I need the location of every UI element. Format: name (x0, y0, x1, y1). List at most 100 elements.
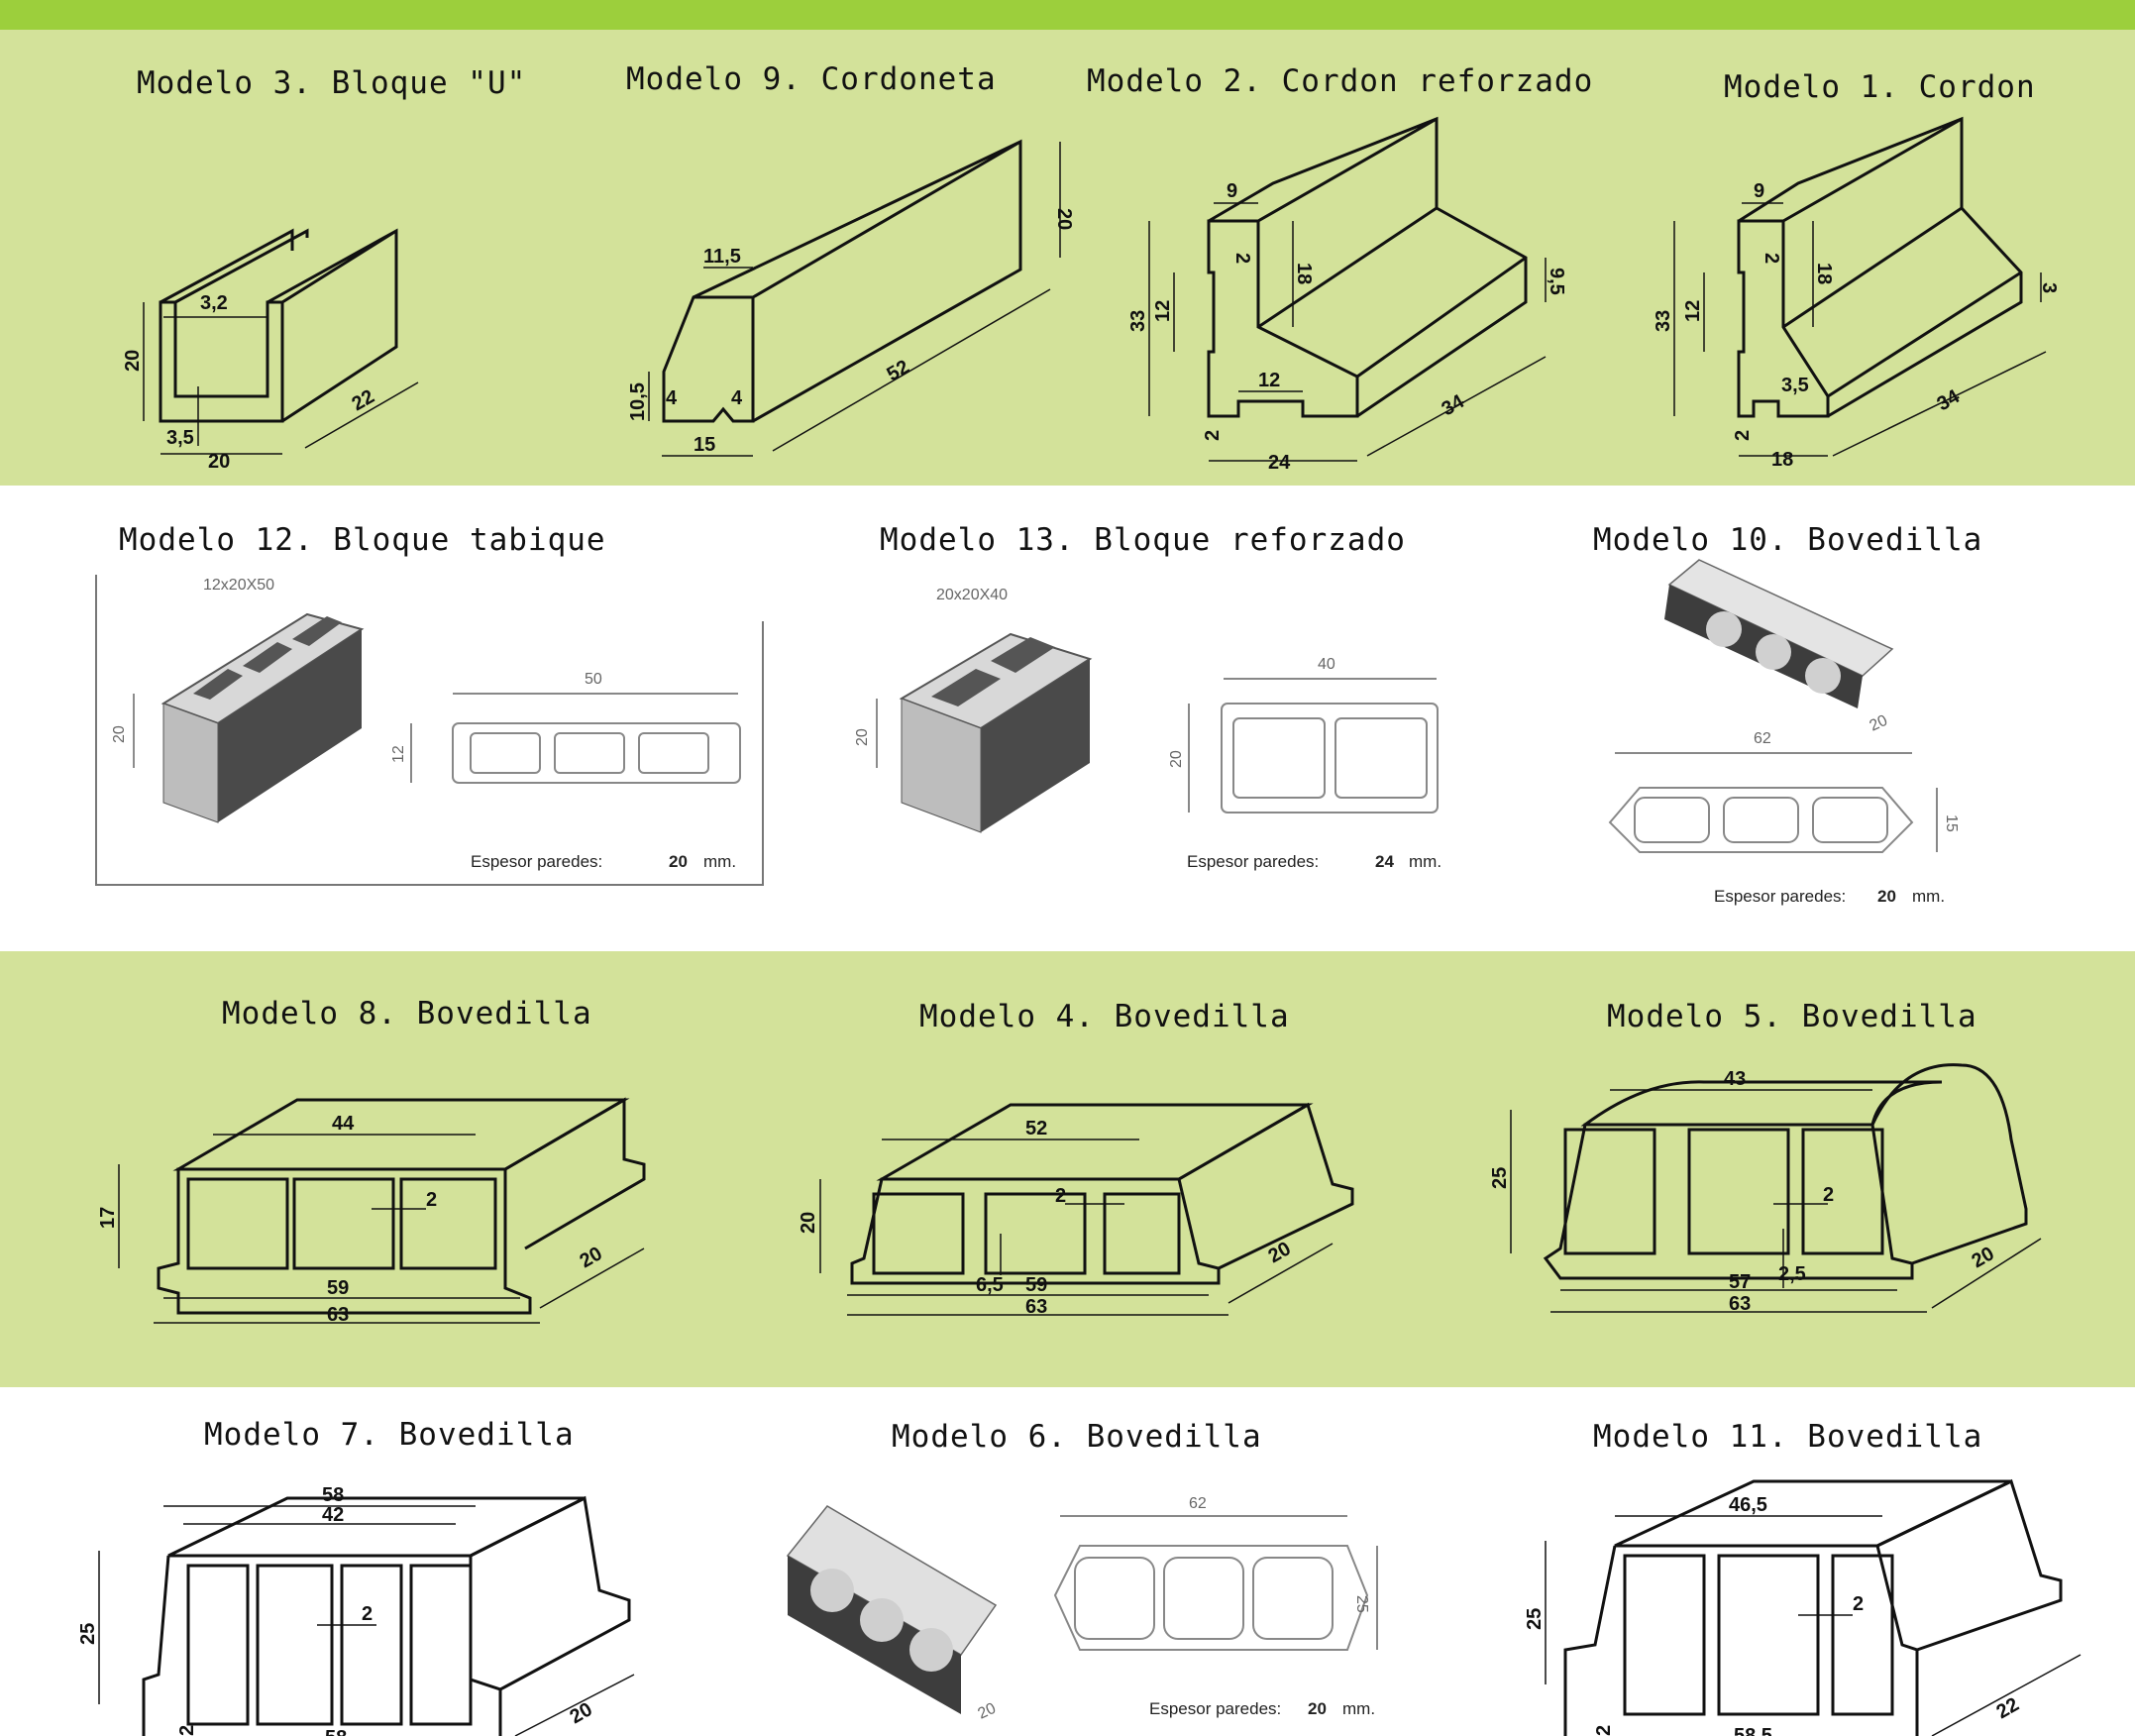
m13-walls-unit: mm. (1409, 852, 1441, 871)
m6-dim-th: 25 (1353, 1595, 1370, 1613)
m3-dim-length: 22 (349, 385, 378, 415)
m7-dim-h: 25 (77, 1623, 99, 1645)
m2-dim-base: 24 (1268, 452, 1291, 474)
m13-plan-view (1188, 678, 1439, 814)
m1-dim-height: 33 (1653, 310, 1674, 332)
m2-dim-side: 9,5 (1546, 268, 1567, 295)
model-10-drawing: 20 62 15 Espesor paredes: 20 mm. (1585, 555, 1981, 912)
m1-dim-riser: 18 (1813, 263, 1835, 284)
m8-dim-top: 44 (332, 1113, 355, 1135)
m6-dim-len: 62 (1189, 1495, 1207, 1512)
m9-dim-length: 52 (884, 356, 913, 385)
m7-dim-base: 58 (325, 1727, 347, 1736)
m6-dim-depth: 20 (976, 1700, 999, 1723)
m11-front-profile (1563, 1479, 2012, 1736)
m2-dim-foot: 2 (1202, 430, 1224, 441)
m4-dim-depth: 20 (1265, 1238, 1295, 1267)
model-10-title: Modelo 10. Bovedilla (1593, 522, 1983, 558)
model-8-drawing: 44 17 2 59 63 20 (97, 1075, 674, 1333)
m1-dim-foot: 2 (1732, 430, 1754, 441)
model-2-drawing: 9 2 33 12 18 9,5 12 2 24 34 (1120, 114, 1575, 481)
m3-dim-wall: 3,5 (166, 427, 194, 449)
m5-dim-mid: 57 (1729, 1271, 1751, 1293)
m4-dim-top: 52 (1025, 1118, 1047, 1139)
m6-walls-label: Espesor paredes: (1149, 1699, 1281, 1718)
model-12-drawing: 12x20X50 20 50 12 Espesor paredes: 20 mm… (94, 570, 768, 887)
model-3-title: Modelo 3. Bloque "U" (137, 65, 527, 101)
m4-dim-mid: 59 (1025, 1274, 1047, 1296)
m5-dim-lip: 2,5 (1778, 1263, 1806, 1285)
m5-dim-wall: 2 (1823, 1184, 1834, 1206)
model-3-drawing: 3,2 20 3,5 20 22 (109, 218, 446, 476)
curb-profile (662, 295, 755, 423)
m1-dim-side: 3 (2038, 282, 2060, 293)
m11-dim-top: 46,5 (1729, 1494, 1767, 1516)
m2-dim-height: 33 (1127, 310, 1149, 332)
model-6-drawing: 20 62 25 Espesor paredes: 20 mm. (773, 1486, 1407, 1734)
model-11-drawing: 46,5 25 2 2 58,5 22 (1524, 1476, 2110, 1736)
m10-walls-label: Espesor paredes: (1714, 887, 1846, 906)
m5-dim-base: 63 (1729, 1293, 1751, 1315)
m6-walls-value: 20 (1308, 1699, 1327, 1718)
m7-dim-top2: 42 (322, 1504, 344, 1526)
m8-dim-depth: 20 (577, 1243, 606, 1272)
m13-size: 20x20X40 (936, 587, 1008, 603)
m5-dim-top: 43 (1724, 1068, 1746, 1090)
m2-dim-step: 2 (1231, 253, 1253, 264)
m11-dim-wall: 2 (1853, 1593, 1864, 1615)
m10-walls-value: 20 (1877, 887, 1896, 906)
m11-dim-h: 25 (1524, 1608, 1546, 1630)
m5-front-profile (1543, 1080, 1943, 1280)
m9-dim-notch-right: 4 (731, 387, 743, 409)
m3-dim-height: 20 (122, 350, 144, 372)
m8-dim-h: 17 (97, 1207, 119, 1229)
model-4-title: Modelo 4. Bovedilla (919, 999, 1290, 1034)
m6-walls-unit: mm. (1342, 1699, 1375, 1718)
m4-dim-h: 20 (798, 1212, 819, 1234)
m12-dim-h: 20 (111, 725, 128, 743)
m13-dim-th: 20 (1168, 750, 1185, 768)
m7-dim-foot: 2 (176, 1725, 198, 1736)
model-11-title: Modelo 11. Bovedilla (1593, 1419, 1983, 1455)
top-accent-bar (0, 0, 2135, 30)
m13-walls-label: Espesor paredes: (1187, 852, 1319, 871)
band-row-4 (0, 1387, 2135, 1736)
model-8-title: Modelo 8. Bovedilla (222, 996, 592, 1031)
model-1-drawing: 9 2 33 12 18 3 3,5 2 18 34 (1653, 114, 2061, 481)
m12-walls-label: Espesor paredes: (471, 852, 602, 871)
m2-dim-top: 9 (1227, 180, 1237, 202)
m12-block-3d (160, 612, 365, 823)
model-7-drawing: 58 42 25 2 2 58 20 (59, 1476, 654, 1736)
m5-dim-h: 25 (1489, 1167, 1511, 1189)
m11-dim-base: 58,5 (1734, 1725, 1772, 1736)
model-1-title: Modelo 1. Cordon (1724, 69, 2036, 105)
m3-dim-inner: 3,2 (200, 292, 228, 314)
m12-dim-th: 12 (390, 745, 407, 763)
m13-block-3d (899, 632, 1093, 833)
model-13-title: Modelo 13. Bloque reforzado (880, 522, 1406, 558)
m1-dim-notch: 3,5 (1781, 375, 1809, 396)
m10-block-3d (1664, 559, 1894, 708)
m2-dim-riser: 18 (1293, 263, 1315, 284)
m9-dim-height: 20 (1053, 208, 1075, 230)
m12-dim-len: 50 (585, 671, 602, 688)
reinforced-curb-profile (1207, 219, 1359, 418)
m10-walls-unit: mm. (1912, 887, 1945, 906)
model-12-title: Modelo 12. Bloque tabique (119, 522, 606, 558)
m10-dim-len: 62 (1754, 730, 1771, 747)
m8-dim-wall: 2 (426, 1189, 437, 1211)
m9-dim-base: 15 (694, 434, 715, 456)
model-6-title: Modelo 6. Bovedilla (892, 1419, 1262, 1455)
m12-walls-value: 20 (669, 852, 688, 871)
m4-dim-lip: 6,5 (976, 1274, 1004, 1296)
model-4-drawing: 52 20 2 6,5 59 63 20 (798, 1065, 1357, 1333)
m7-dim-top1: 58 (322, 1484, 344, 1506)
m11-dim-depth: 22 (1993, 1693, 2023, 1723)
m10-dim-th: 15 (1943, 814, 1960, 832)
m10-plan-view (1608, 752, 1938, 853)
m1-dim-step: 2 (1761, 253, 1782, 264)
m8-front-profile (157, 1098, 630, 1315)
m2-dim-mid: 12 (1152, 300, 1174, 322)
m3-dim-width: 20 (208, 451, 230, 473)
model-2-title: Modelo 2. Cordon reforzado (1087, 63, 1594, 99)
